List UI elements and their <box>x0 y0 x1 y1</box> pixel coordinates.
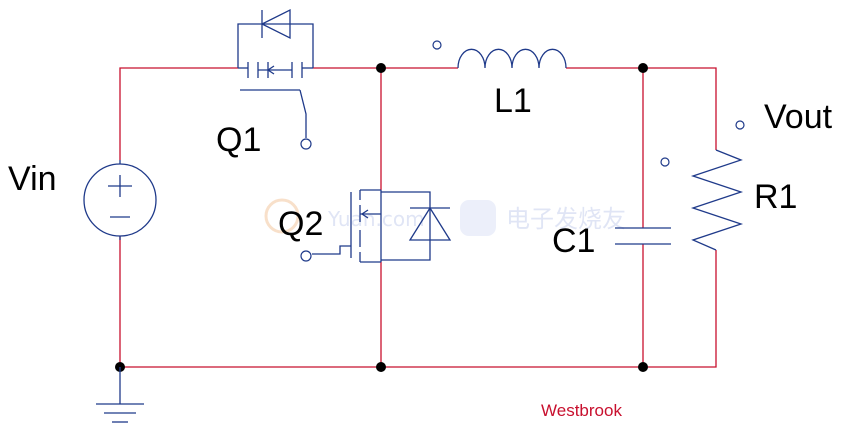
l1-label: L1 <box>494 82 532 120</box>
vout-label: Vout <box>764 98 833 136</box>
q2-label: Q2 <box>278 205 323 243</box>
c1-dot <box>660 157 670 167</box>
r1-resistor <box>690 120 745 251</box>
watermark-small: Yuan.com <box>327 207 425 231</box>
q2-mosfet <box>300 189 452 263</box>
q1-mosfet <box>237 8 314 150</box>
c1-label: C1 <box>552 222 595 260</box>
junction-ground-q2 <box>376 362 386 372</box>
q1-label: Q1 <box>216 121 261 159</box>
credit-label: Westbrook <box>541 401 622 420</box>
wire-vin-top <box>119 67 238 160</box>
q1-body-diode <box>260 8 291 40</box>
junction-output-node <box>638 63 648 73</box>
vin-source <box>83 160 157 240</box>
l1-dot <box>432 40 442 50</box>
r1-label: R1 <box>754 178 797 216</box>
l1-inductor <box>432 40 567 69</box>
junction-ground-c1 <box>638 362 648 372</box>
wire-r1-to-ground <box>643 250 717 368</box>
q2-freewheel-diode <box>408 206 452 241</box>
junction-switch-node <box>376 63 386 73</box>
watermark: Yuan.com 电子发烧友 <box>264 198 626 236</box>
vin-source-circle <box>83 163 157 237</box>
c1-capacitor <box>615 157 671 245</box>
q1-gate-pin <box>300 138 312 150</box>
watermark-text: 电子发烧友 <box>506 205 626 233</box>
ground-symbol <box>96 367 144 423</box>
r1-dot <box>735 120 745 130</box>
q2-gate-pin <box>300 250 312 262</box>
wire-output-to-r1 <box>643 67 717 150</box>
vin-label: Vin <box>8 160 57 198</box>
